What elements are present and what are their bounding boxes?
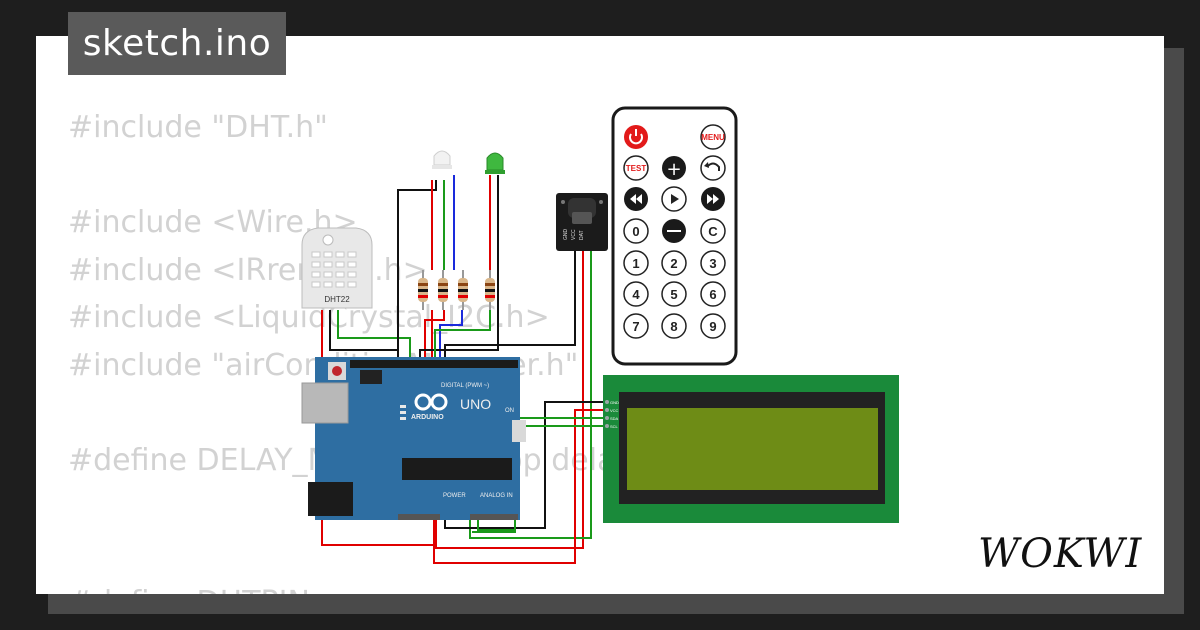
svg-text:+: + (666, 159, 681, 180)
svg-text:C: C (708, 224, 718, 239)
digit-1-button[interactable] (623, 250, 649, 276)
power-jack (308, 482, 353, 516)
arduino-model: UNO (460, 396, 491, 412)
svg-text:MENU: MENU (701, 133, 725, 142)
ir-remote[interactable]: MENU TEST + 0 C 1 2 3 4 5 6 7 8 9 (611, 106, 738, 366)
svg-text:GND: GND (610, 400, 619, 405)
svg-text:8: 8 (670, 319, 677, 334)
plus-button[interactable] (662, 156, 686, 180)
svg-text:1: 1 (632, 256, 639, 271)
ir-receiver[interactable]: GND VCC DAT (556, 193, 608, 251)
menu-button[interactable] (700, 124, 726, 150)
lcd-screen (627, 408, 878, 490)
svg-text:ON: ON (505, 408, 514, 414)
code-line: #include <LiquidCrystal_I2C.h> (68, 300, 550, 335)
digit-3-button[interactable] (700, 250, 726, 276)
code-line: #include "DHT.h" (68, 110, 328, 145)
svg-text:6: 6 (709, 287, 716, 302)
arduino-uno-board[interactable]: DIGITAL (PWM ~) UNO ARDUINO ON POWER ANA… (301, 357, 526, 520)
test-button[interactable] (623, 155, 649, 181)
digit-4-button[interactable] (623, 281, 649, 307)
svg-text:DIGITAL (PWM ~): DIGITAL (PWM ~) (441, 383, 489, 389)
svg-text:TEST: TEST (626, 164, 647, 173)
digit-6-button[interactable] (700, 281, 726, 307)
c-button[interactable] (700, 218, 726, 244)
svg-text:5: 5 (670, 287, 677, 302)
usb-port (301, 382, 349, 424)
svg-text:0: 0 (632, 224, 639, 239)
digit-2-button[interactable] (661, 250, 687, 276)
svg-text:SDA: SDA (610, 416, 619, 421)
back-button[interactable] (700, 155, 726, 181)
svg-text:7: 7 (632, 319, 639, 334)
resistor[interactable] (418, 270, 428, 310)
resistor[interactable] (485, 270, 495, 310)
svg-text:3: 3 (709, 256, 716, 271)
code-line: #define DHTPIN ... (68, 579, 633, 594)
green-led[interactable] (485, 152, 505, 174)
digit-8-button[interactable] (661, 313, 687, 339)
ir-pin-label: DAT (579, 230, 585, 240)
svg-text:SCL: SCL (610, 424, 619, 429)
lcd-display[interactable]: GND VCC SDA SCL (603, 375, 899, 523)
microcontroller-chip (402, 458, 512, 480)
svg-text:2: 2 (670, 256, 677, 271)
svg-text:ANALOG IN: ANALOG IN (480, 493, 513, 499)
svg-text:4: 4 (632, 287, 640, 302)
dht22-sensor[interactable]: DHT22 (301, 227, 373, 309)
svg-text:9: 9 (709, 319, 716, 334)
dht22-label: DHT22 (324, 295, 350, 304)
arduino-logo: ARDUINO (411, 414, 444, 421)
power-button[interactable] (624, 125, 648, 149)
resistors (418, 270, 495, 310)
code-line: #include <Wire.h> (68, 205, 358, 240)
svg-text:WOKWI: WOKWI (978, 531, 1142, 577)
resistor[interactable] (458, 270, 468, 310)
digit-9-button[interactable] (700, 313, 726, 339)
ir-pin-label: GND (563, 229, 569, 241)
digit-5-button[interactable] (661, 281, 687, 307)
ir-pin-label: VCC (571, 229, 577, 240)
rgb-led[interactable] (432, 150, 452, 169)
resistor[interactable] (438, 270, 448, 310)
svg-text:POWER: POWER (443, 493, 466, 499)
reset-button[interactable] (332, 366, 342, 376)
digit-7-button[interactable] (623, 313, 649, 339)
svg-text:VCC: VCC (610, 408, 619, 413)
wokwi-logo: WOKWI (978, 520, 1158, 580)
digit-0-button[interactable] (623, 218, 649, 244)
sketch-title: sketch.ino (68, 12, 286, 75)
